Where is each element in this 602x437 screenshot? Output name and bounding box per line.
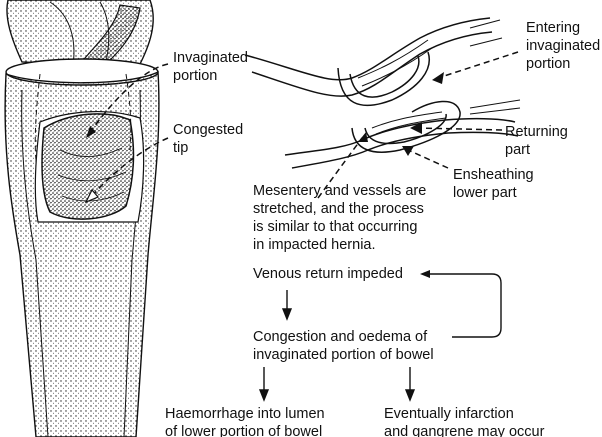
returning-bowel-band — [284, 117, 516, 156]
leader-ensheathing — [407, 149, 449, 169]
flow-venous-return: Venous return impeded — [253, 266, 403, 282]
label-ensheathing-lower-part: Ensheathing lower part — [453, 167, 534, 201]
flow-haemorrhage: Haemorrhage into lumen of lower portion … — [165, 406, 325, 437]
label-congested-tip: Congested tip — [173, 122, 244, 156]
invaginated-tip — [41, 113, 135, 220]
flow-congestion: Congestion and oedema of invaginated por… — [253, 329, 434, 363]
label-entering-invaginated-portion: Entering invaginated portion — [526, 20, 601, 72]
label-invaginated-portion: Invaginated portion — [173, 50, 248, 84]
label-returning-part: Returning part — [505, 124, 568, 158]
leader-entering — [437, 51, 519, 79]
leader-returning — [417, 127, 503, 131]
flow-infarction: Eventually infarction and gangrene may o… — [384, 406, 545, 437]
entering-bowel-band — [244, 17, 491, 81]
leader-mesentery — [317, 137, 363, 199]
label-mesentery-note: Mesentery and vessels are stretched, and… — [253, 183, 427, 253]
leader-invaginated-portion — [89, 63, 169, 133]
feedback-loop-arrow — [428, 273, 502, 338]
